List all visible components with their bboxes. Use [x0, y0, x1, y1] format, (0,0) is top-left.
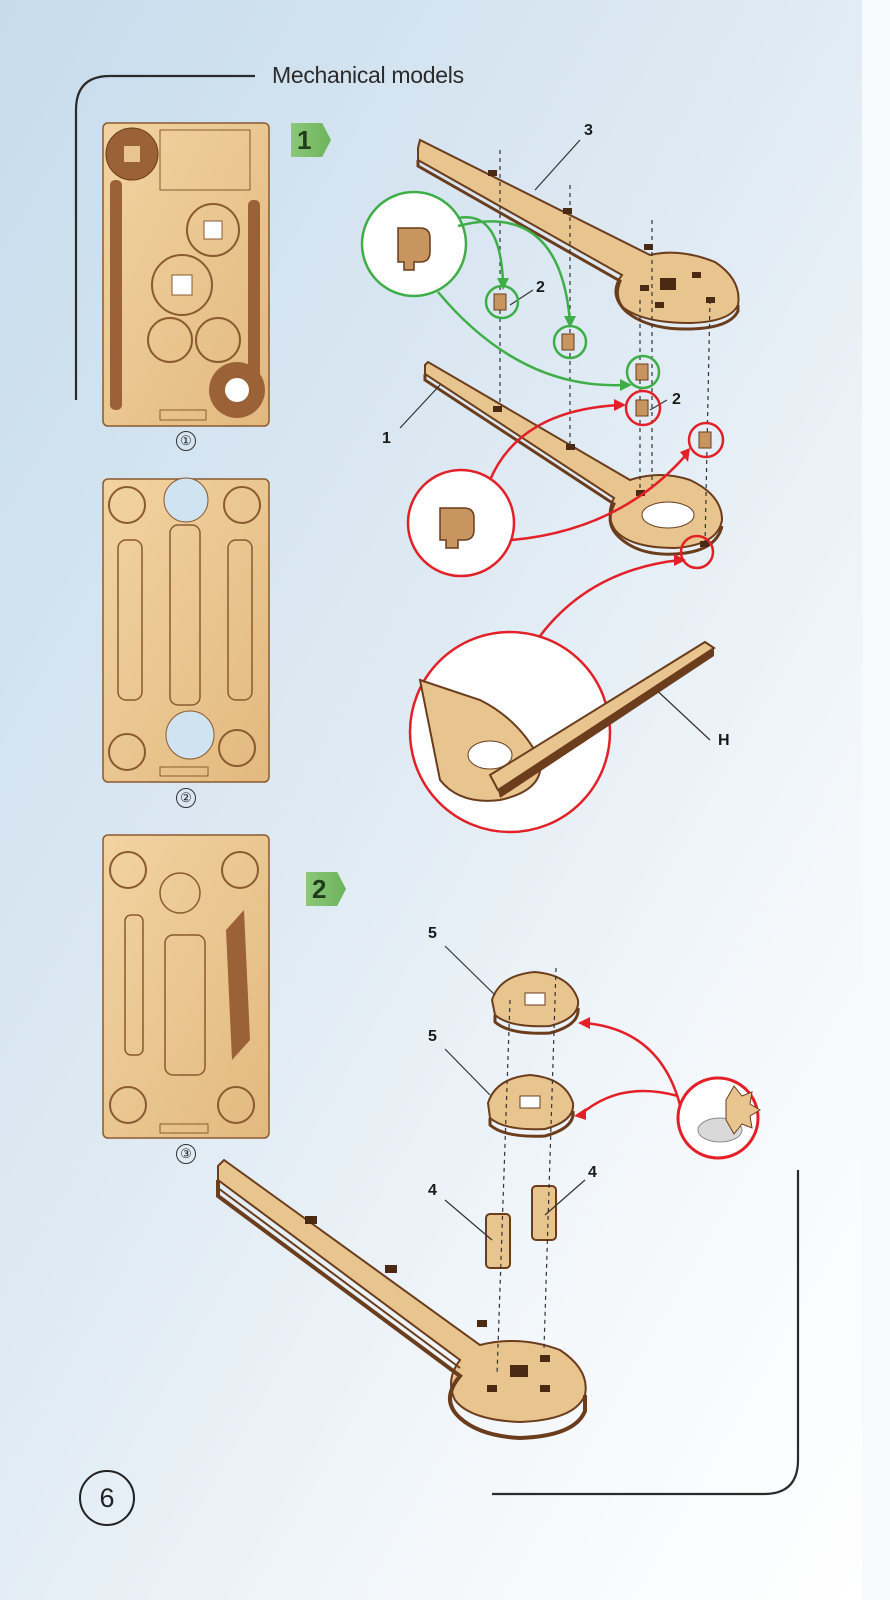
step2-label-5b: 5 [428, 1028, 437, 1046]
step-2-illustration [0, 0, 862, 1600]
page-number: 6 [79, 1470, 135, 1526]
step2-label-4a: 4 [428, 1182, 437, 1200]
instruction-page: Mechanical models ① [0, 0, 862, 1600]
gear-5-top [492, 972, 578, 1033]
page-margin-strip [862, 0, 890, 1600]
step2-label-5a: 5 [428, 925, 437, 943]
base-lever [218, 1160, 586, 1438]
step2-label-4b: 4 [588, 1164, 597, 1182]
gear-5-bottom [488, 1075, 573, 1136]
